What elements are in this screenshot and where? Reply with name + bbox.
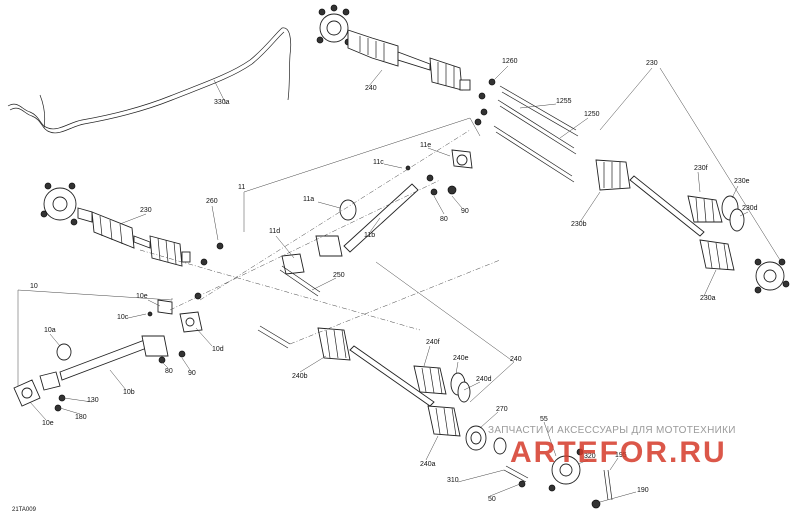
watermark-tagline: ЗАПЧАСТИ И АКСЕССУАРЫ ДЛЯ МОТОТЕХНИКИ [488,425,736,436]
cable-330a [7,27,292,134]
part-label-320: 320 [584,453,596,460]
part-label-310: 310 [447,477,459,484]
part-label-240d: 240d [476,376,492,383]
part-label-1260: 1260 [502,58,518,65]
part-label-90-lower: 90 [188,370,196,377]
part-label-11e: 11e [420,142,431,149]
part-label-195: 195 [615,452,627,459]
part-label-11a: 11a [303,196,314,203]
part-label-10d: 10d [212,346,224,353]
prop-shaft-10 [13,299,203,412]
part-label-250: 250 [333,272,345,279]
half-shaft-240-top [316,4,471,91]
part-label-80-lower: 80 [165,368,173,375]
part-label-11: 11 [238,184,245,191]
part-label-10e-bottom: 10e [42,420,54,427]
bolts-1250-1260 [474,78,579,183]
part-label-330a: 330a [214,99,230,106]
part-label-10b: 10b [123,389,135,396]
part-label-240b: 240b [292,373,308,380]
half-shaft-230-left [40,182,224,300]
part-labels: 330a 240 1260 230 1255 1250 11e 11c 11 11a 260 230 8… [30,58,758,503]
watermark: ЗАПЧАСТИ И АКСЕССУАРЫ ДЛЯ МОТОТЕХНИКИ AR… [488,425,736,469]
part-label-130: 130 [87,397,99,404]
part-label-240a: 240a [420,461,436,468]
prop-shaft-11 [281,149,473,275]
part-label-240f: 240f [426,339,440,346]
part-label-230f: 230f [694,165,708,172]
part-label-180: 180 [75,414,87,421]
part-label-80-upper: 80 [440,216,448,223]
part-label-240e: 240e [453,355,469,362]
part-label-50: 50 [488,496,496,503]
part-label-10: 10 [30,283,38,290]
half-shaft-240-bottom [317,327,613,509]
part-label-11d: 11d [269,228,280,235]
part-label-230b: 230b [571,221,587,228]
part-label-1250: 1250 [584,111,600,118]
part-label-1255: 1255 [556,98,572,105]
part-label-11c: 11c [373,159,384,166]
part-label-11b: 11b [364,232,375,239]
part-label-230-left: 230 [140,207,152,214]
bolts-250 [257,265,321,349]
watermark-brand-logo: ARTEFOR.RU [510,436,727,469]
part-label-10e-top: 10e [136,293,148,300]
part-label-230a: 230a [700,295,716,302]
part-label-10c: 10c [117,314,129,321]
part-label-240-right: 240 [510,356,522,363]
part-label-55: 55 [540,416,548,423]
diagram-reference-code: 21TA009 [12,507,37,513]
half-shaft-230-right [595,159,790,294]
part-label-230-right: 230 [646,60,658,67]
part-label-10a: 10a [44,327,56,334]
part-label-260: 260 [206,198,218,205]
part-label-90-upper: 90 [461,208,469,215]
part-label-190: 190 [637,487,649,494]
leader-lines [17,65,781,503]
part-label-230e: 230e [734,178,750,185]
part-label-270: 270 [496,406,508,413]
part-label-240-top: 240 [365,85,377,92]
part-label-230d: 230d [742,205,758,212]
